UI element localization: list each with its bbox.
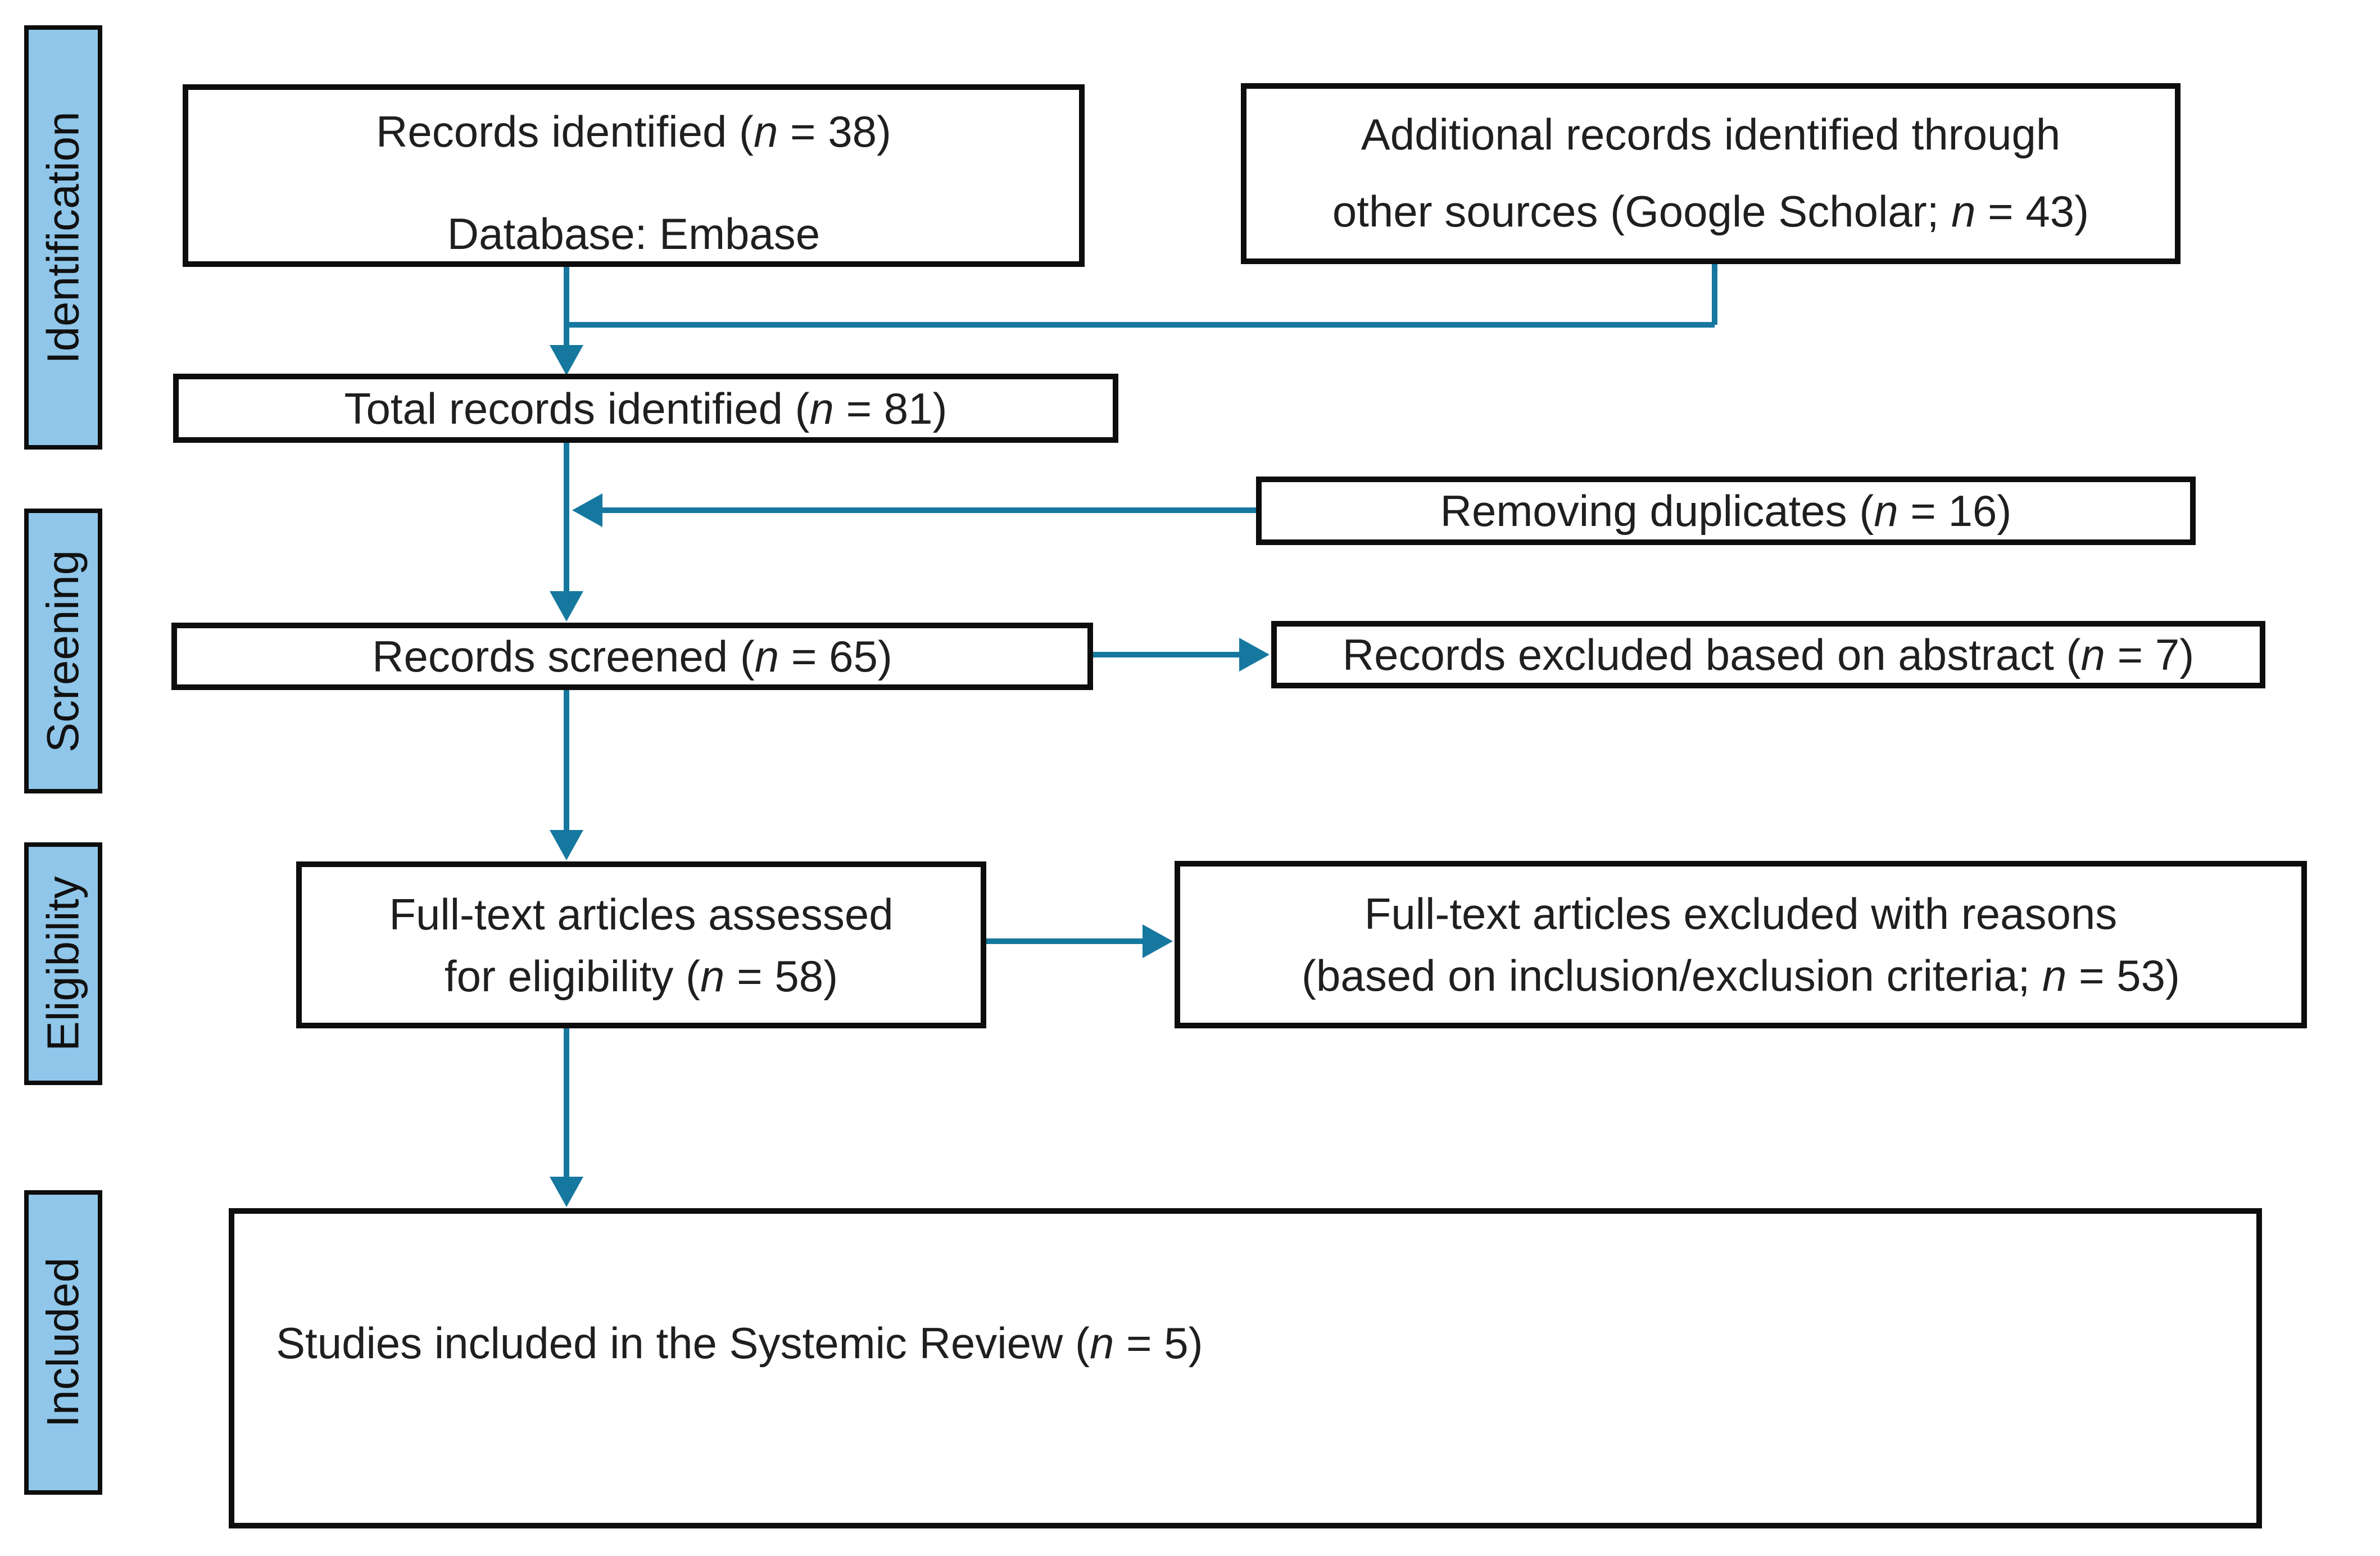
text-line: Full-text articles assessed bbox=[389, 892, 893, 936]
text-segment: Records screened ( bbox=[372, 632, 755, 681]
text-segment: = 58) bbox=[724, 951, 838, 1001]
text-segment: = 43) bbox=[1975, 187, 2089, 236]
text-segment: for eligibility ( bbox=[444, 951, 701, 1001]
text-line: Records screened (n = 65) bbox=[372, 634, 892, 678]
text-segment: (based on inclusion/exclusion criteria; bbox=[1301, 951, 2042, 1000]
text-line: Records excluded based on abstract (n = … bbox=[1343, 633, 2194, 677]
arrowhead-right-excluded-abstract bbox=[1239, 638, 1270, 672]
arrowhead-left-duplicates bbox=[572, 493, 602, 527]
stage-label-screening-text: Screening bbox=[38, 550, 88, 752]
text-line: Records identified (n = 38) bbox=[376, 110, 891, 153]
arrowhead-down-4 bbox=[550, 1177, 583, 1207]
italic-n: n bbox=[700, 951, 725, 1001]
stage-label-included-text: Included bbox=[38, 1257, 88, 1428]
text-segment: = 65) bbox=[779, 632, 892, 681]
text-segment: Full-text articles excluded with reasons bbox=[1364, 889, 2118, 938]
box-records-excluded-abstract: Records excluded based on abstract (n = … bbox=[1271, 621, 2265, 688]
text-segment: Additional records identified through bbox=[1361, 110, 2061, 159]
connector-additional-to-total bbox=[566, 264, 1717, 328]
text-segment: = 16) bbox=[1898, 486, 2012, 536]
box-total-records: Total records identified (n = 81) bbox=[173, 374, 1118, 443]
text-line: other sources (Google Scholar; n = 43) bbox=[1332, 189, 2089, 233]
italic-n: n bbox=[1874, 486, 1898, 536]
text-line: Studies included in the Systemic Review … bbox=[276, 1321, 1203, 1365]
text-segment: Records excluded based on abstract ( bbox=[1342, 630, 2081, 679]
stage-label-identification-text: Identification bbox=[38, 111, 88, 364]
arrowhead-right-fulltext-excluded bbox=[1143, 924, 1173, 958]
italic-n: n bbox=[753, 107, 778, 156]
italic-n: n bbox=[1951, 187, 1976, 236]
text-line: (based on inclusion/exclusion criteria; … bbox=[1302, 954, 2180, 997]
italic-n: n bbox=[1090, 1318, 1114, 1368]
text-segment: = 7) bbox=[2105, 630, 2195, 679]
italic-n: n bbox=[2042, 951, 2067, 1000]
text-segment: other sources (Google Scholar; bbox=[1332, 187, 1952, 236]
text-segment: = 81) bbox=[833, 383, 948, 433]
text-segment: Total records identified ( bbox=[344, 383, 810, 433]
text-line: for eligibility (n = 58) bbox=[445, 954, 838, 998]
italic-n: n bbox=[809, 383, 834, 433]
box-records-screened: Records screened (n = 65) bbox=[171, 623, 1093, 690]
text-line: Additional records identified through bbox=[1361, 112, 2060, 156]
stage-label-eligibility: Eligibility bbox=[24, 842, 102, 1085]
stage-label-identification: Identification bbox=[24, 25, 102, 450]
text-line: Total records identified (n = 81) bbox=[344, 387, 947, 430]
text-segment: = 5) bbox=[1114, 1318, 1203, 1368]
stage-label-eligibility-text: Eligibility bbox=[38, 876, 88, 1051]
italic-n: n bbox=[754, 632, 779, 681]
text-segment: = 38) bbox=[778, 107, 892, 156]
italic-n: n bbox=[2080, 630, 2105, 679]
text-segment: = 53) bbox=[2066, 951, 2180, 1000]
text-segment: Database: Embase bbox=[447, 209, 820, 258]
stage-label-screening: Screening bbox=[24, 509, 102, 793]
box-studies-included: Studies included in the Systemic Review … bbox=[229, 1208, 2262, 1528]
box-fulltext-assessed: Full-text articles assessed for eligibili… bbox=[296, 861, 986, 1028]
text-segment: Studies included in the Systemic Review … bbox=[276, 1318, 1090, 1368]
arrowhead-down-1 bbox=[550, 345, 583, 375]
text-line: Full-text articles excluded with reasons bbox=[1364, 892, 2118, 936]
box-removing-duplicates: Removing duplicates (n = 16) bbox=[1256, 477, 2196, 545]
text-line: Removing duplicates (n = 16) bbox=[1440, 489, 2012, 533]
box-records-identified: Records identified (n = 38) Database: Emb… bbox=[183, 84, 1085, 267]
text-segment: Full-text articles assessed bbox=[389, 889, 894, 939]
box-additional-records: Additional records identified through oth… bbox=[1241, 83, 2180, 264]
arrowhead-down-3 bbox=[550, 830, 583, 860]
text-segment: Removing duplicates ( bbox=[1440, 486, 1874, 536]
arrowhead-down-2 bbox=[550, 591, 583, 622]
box-fulltext-excluded: Full-text articles excluded with reasons… bbox=[1175, 861, 2307, 1028]
stage-label-included: Included bbox=[24, 1190, 102, 1495]
text-segment: Records identified ( bbox=[375, 107, 754, 156]
text-line: Database: Embase bbox=[447, 212, 820, 256]
